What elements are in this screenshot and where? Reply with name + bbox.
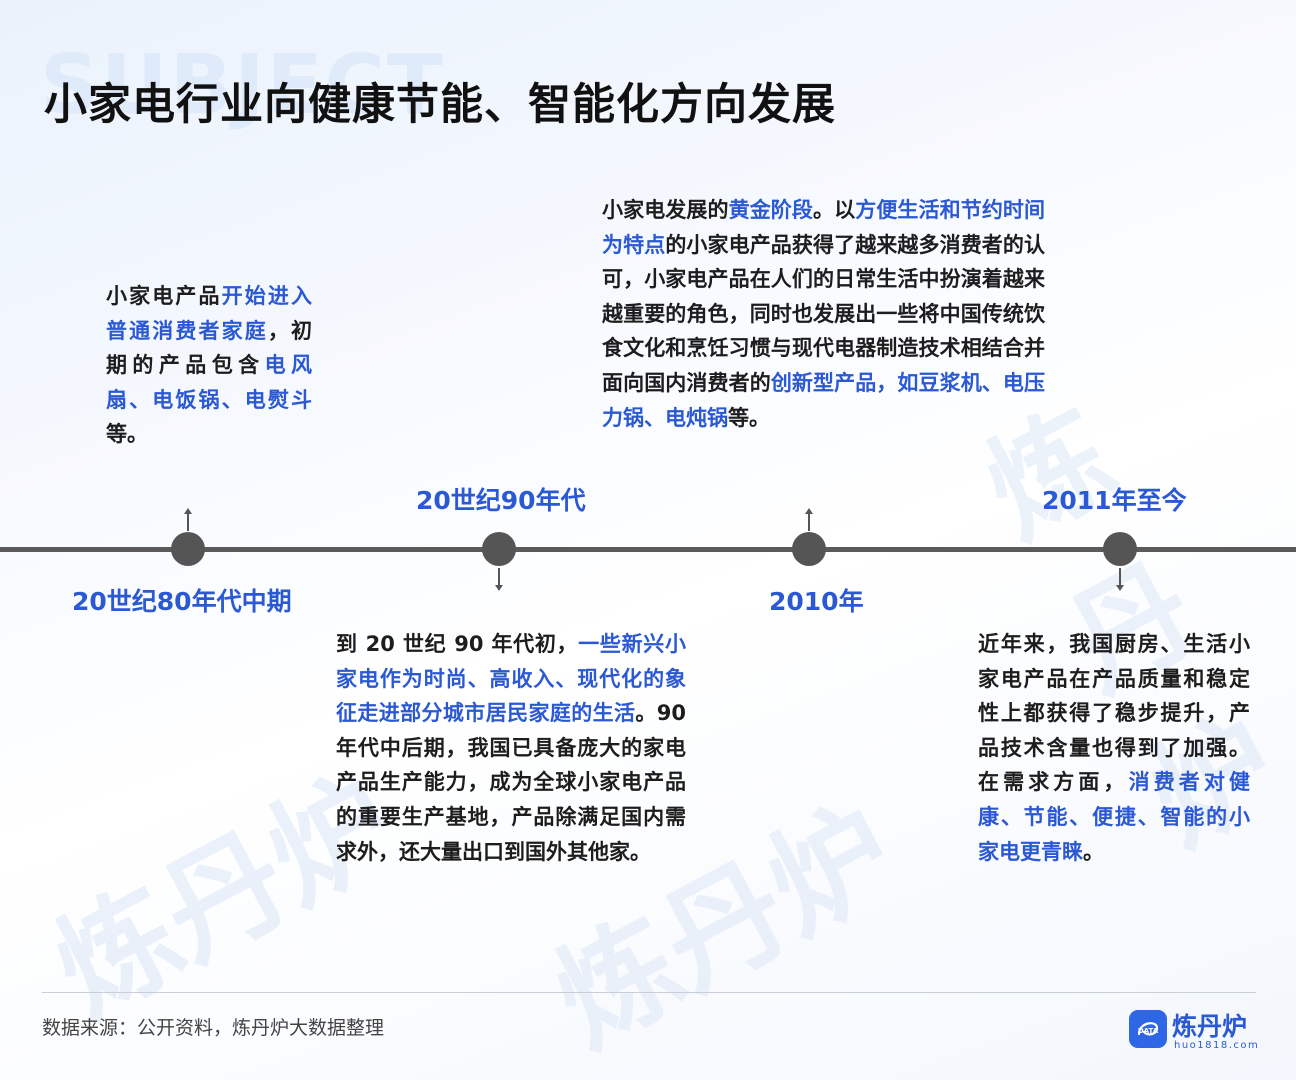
- period-description-4: 近年来，我国厨房、生活小家电产品在产品质量和稳定性上都获得了稳步提升，产品技术含…: [978, 627, 1250, 869]
- timeline-node-1: [171, 532, 205, 566]
- description-text: 的小家电产品获得了越来越多消费者的认可，小家电产品在人们的日常生活中扮演着越来越…: [602, 232, 1046, 395]
- timeline-node-4: [1103, 532, 1137, 566]
- description-text: 。以: [813, 198, 856, 222]
- data-swirl-icon: DATA: [1138, 1022, 1159, 1036]
- description-text: ，初期的产品包含: [106, 318, 312, 378]
- background-subject-word: SUBJECT: [40, 38, 445, 133]
- description-highlight: 电风扇、电饭锅、电熨斗: [106, 353, 313, 412]
- brand-name: 炼丹炉: [1172, 1012, 1248, 1041]
- page-title: 小家电行业向健康节能、智能化方向发展: [44, 80, 836, 130]
- description-highlight: 消费者对健康、节能、便捷、智能的小家电更青睐: [978, 770, 1251, 864]
- description-text: 。: [1083, 839, 1104, 864]
- arrow-up-icon: [805, 508, 813, 531]
- period-description-3: 小家电发展的黄金阶段。以方便生活和节约时间为特点的小家电产品获得了越来越多消费者…: [602, 193, 1045, 435]
- description-highlight: 方便生活和节约时间为特点: [602, 198, 1046, 257]
- description-text: 到 20 世纪 90 年代初，: [336, 632, 579, 656]
- logo-badge-text: DATA: [1138, 1027, 1159, 1035]
- timeline-node-3: [792, 532, 826, 566]
- arrow-up-icon: [184, 508, 192, 531]
- description-text: 近年来，我国厨房、生活小家电产品在产品质量和稳定性上都获得了稳步提升，产品技术含…: [978, 632, 1250, 795]
- description-text: 小家电发展的: [602, 198, 729, 222]
- period-label-2: 20世纪90年代: [416, 486, 586, 515]
- description-text: 。90 年代中后期，我国已具备庞大的家电产品生产能力，成为全球小家电产品的重要生…: [336, 701, 686, 864]
- description-text: 等。: [106, 422, 148, 447]
- description-highlight: 黄金阶段: [728, 198, 814, 222]
- footer-divider: [42, 992, 1256, 993]
- period-label-1: 20世纪80年代中期: [72, 587, 292, 616]
- brand-url: huo1818.com: [1174, 1040, 1260, 1051]
- period-description-2: 到 20 世纪 90 年代初，一些新兴小家电作为时尚、高收入、现代化的象征走进部…: [336, 627, 686, 869]
- arrow-down-icon: [495, 568, 503, 591]
- description-text: 等。: [728, 405, 770, 430]
- source-note: 数据来源：公开资料，炼丹炉大数据整理: [42, 1017, 385, 1039]
- description-highlight: 创新型产品，如豆浆机、电压力锅、电炖锅: [602, 370, 1046, 430]
- period-description-1: 小家电产品开始进入普通消费者家庭，初期的产品包含电风扇、电饭锅、电熨斗等。: [106, 279, 312, 452]
- period-label-3: 2010年: [769, 587, 864, 616]
- period-label-4: 2011年至今: [1042, 486, 1187, 515]
- brand-logo-icon: DATA: [1129, 1010, 1167, 1048]
- timeline-node-2: [482, 532, 516, 566]
- description-highlight: 开始进入普通消费者家庭: [106, 284, 312, 343]
- description-highlight: 一些新兴小家电作为时尚、高收入、现代化的象征走进部分城市居民家庭的生活: [336, 632, 686, 726]
- description-text: 小家电产品: [106, 284, 222, 308]
- arrow-down-icon: [1116, 568, 1124, 591]
- timeline-axis: [0, 547, 1296, 552]
